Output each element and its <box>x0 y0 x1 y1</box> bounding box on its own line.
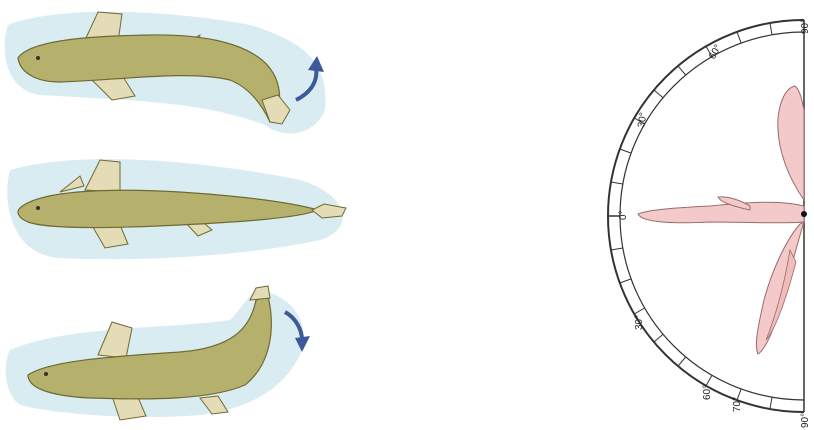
goniometer-diagram: 90° 60° 30° 0° 30° 60° 70° 90° <box>590 0 814 430</box>
dial-tick <box>611 248 623 250</box>
fish-tail-up <box>5 12 326 134</box>
hand-illustrations <box>638 86 807 354</box>
dial-tick <box>634 308 644 314</box>
dial-tick <box>678 66 686 75</box>
dial-tick <box>611 182 623 184</box>
pivot-point <box>801 211 807 217</box>
dial-tick <box>654 334 663 342</box>
angle-label-30-bottom: 30° <box>634 315 645 330</box>
tail-fin <box>250 286 270 300</box>
dial-tick <box>678 357 686 366</box>
goniometer-svg: 90° 60° 30° 0° 30° 60° 70° 90° <box>590 0 814 430</box>
angle-label-90-bottom: 90° <box>800 413 811 428</box>
hand-lower <box>756 222 804 354</box>
fish-eye <box>36 206 40 210</box>
hand-upper <box>778 86 804 200</box>
angle-label-0: 0° <box>618 210 629 220</box>
dial-tick <box>737 32 741 43</box>
dial-tick <box>706 375 712 385</box>
dial-tick <box>620 149 631 153</box>
angle-label-60-top: 60° <box>707 43 724 62</box>
dial-tick <box>770 23 772 35</box>
angle-label-30-top: 30° <box>636 112 649 129</box>
angle-label-70-bottom: 70° <box>732 397 743 412</box>
fish-straight <box>7 159 346 259</box>
fish-eye <box>36 56 40 60</box>
angle-label-60-bottom: 60° <box>702 385 713 400</box>
dial-tick <box>620 279 631 283</box>
fish-figure <box>0 0 360 430</box>
angle-label-90-top: 90° <box>800 19 811 34</box>
fish-eye <box>44 372 48 376</box>
dial-tick <box>654 90 663 98</box>
dial-tick <box>770 397 772 409</box>
hand-horizontal <box>638 202 804 223</box>
fish-tail-down <box>6 286 310 420</box>
fish-tail-movement-illustration <box>0 0 360 430</box>
